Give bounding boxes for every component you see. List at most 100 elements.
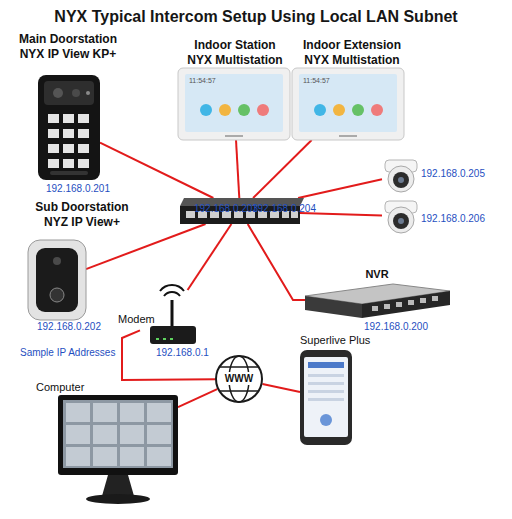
ip-camera: 192.168.0.206 [382, 198, 420, 234]
computer: Computer [58, 395, 178, 475]
camera-lens [393, 213, 409, 229]
nvr-back [362, 291, 450, 318]
indoor-station-illustration [178, 68, 290, 140]
network-cable [178, 389, 217, 407]
nvr-illustration [305, 284, 450, 318]
lens-glint [398, 218, 404, 224]
network-cable [263, 384, 301, 392]
logo-bar [339, 135, 357, 137]
globe-illustration [216, 356, 262, 402]
status-leds [156, 338, 173, 340]
device-heading: Main Doorstation [8, 32, 128, 46]
device-body [38, 75, 100, 180]
main-doorstation: Main DoorstationNYX IP View KP+192.168.0… [38, 75, 100, 180]
network-cable [100, 143, 213, 198]
globe-outline [216, 356, 262, 402]
ip-address: 192.168.0.201 [46, 183, 126, 195]
poe-switch [180, 198, 300, 224]
network-cable [86, 224, 206, 269]
logo-bar [225, 135, 243, 137]
internet-globe: WWW [215, 355, 263, 403]
ip-address: 192.168.0.1 [156, 347, 236, 359]
computer-illustration [58, 395, 178, 504]
ip-camera: 192.168.0.205 [382, 157, 420, 193]
camera-lens [53, 257, 61, 265]
app-button [320, 414, 332, 426]
app-icon [200, 104, 212, 116]
device-heading: NYX Multistation [290, 53, 414, 67]
touch-screen [299, 74, 397, 132]
monitor-stand [102, 475, 134, 496]
screen-clock: 11:54:57 [303, 77, 347, 85]
screen-clock: 11:54:57 [189, 77, 233, 85]
note-text: Sample IP Addresses [20, 347, 120, 359]
network-cable [248, 224, 305, 300]
app-icon [352, 104, 364, 116]
device-face [36, 248, 78, 312]
monitor-screen [63, 400, 173, 468]
ip-address: 192.168.0.206 [421, 213, 501, 225]
device-heading: Computer [36, 381, 116, 394]
app-icon [219, 104, 231, 116]
call-button [50, 288, 64, 302]
phone-illustration [300, 350, 352, 445]
app-icon [333, 104, 345, 116]
camera-dome [388, 207, 414, 233]
app-icon [371, 104, 383, 116]
network-cable [253, 140, 312, 198]
indoor-extension-illustration [292, 68, 404, 140]
network-cable [298, 179, 382, 198]
globe-text: WWW [215, 373, 263, 385]
nvr-recorder: NVR192.168.0.200 [305, 284, 450, 318]
app-icon [314, 104, 326, 116]
ip-address: 192.168.0.202 [37, 321, 117, 333]
phone-body [300, 350, 352, 445]
camera-panel [44, 81, 94, 105]
antenna [171, 300, 174, 326]
ip-address: 192.168.0.205 [421, 168, 501, 180]
camera-dome [388, 166, 414, 192]
camera-lens [53, 88, 63, 98]
dome-camera-illustration [385, 160, 417, 192]
network-cable [236, 140, 239, 198]
led [86, 91, 90, 95]
monitor-frame [58, 395, 178, 475]
device-heading: NYX IP View KP+ [8, 47, 128, 61]
device-body [292, 68, 404, 140]
device-heading: Modem [118, 313, 168, 326]
diagram-title: NYX Typical Intercom Setup Using Local L… [0, 7, 512, 26]
network-cable [188, 224, 232, 290]
wifi-waves [160, 285, 184, 296]
dome-camera-illustration [385, 201, 417, 233]
nvr-ports [372, 296, 438, 311]
ip-address: 192.168.0.200 [364, 321, 444, 333]
lens-glint [398, 177, 404, 183]
touch-screen [185, 74, 283, 132]
device-heading: NVR [342, 268, 412, 281]
card-reader [50, 171, 88, 175]
device-heading: NYZ IP View+ [22, 215, 142, 229]
device-heading: Indoor Station [175, 38, 295, 52]
modem-router: Modem192.168.0.1 [140, 290, 198, 346]
phone-screen [304, 357, 348, 437]
ip-address: 192.168.0.204 [252, 203, 332, 215]
camera-lens [393, 172, 409, 188]
sensor [72, 89, 80, 97]
device-heading: Sub Doorstation [22, 200, 142, 214]
camera-thumbnails [66, 403, 171, 466]
main-doorstation-illustration [38, 75, 100, 180]
mobile-app: Superlive Plus [300, 350, 352, 445]
device-heading: Superlive Plus [300, 334, 400, 347]
device-body [28, 240, 86, 320]
app-header [308, 362, 344, 368]
sub-doorstation: Sub DoorstationNYZ IP View+192.168.0.202 [28, 240, 86, 320]
sub-doorstation-illustration [28, 240, 86, 320]
monitor-base [86, 494, 150, 504]
app-icon [238, 104, 250, 116]
device-heading: NYX Multistation [175, 53, 295, 67]
device-body [178, 68, 290, 140]
nvr-front [305, 296, 362, 318]
modem-body [150, 326, 196, 344]
